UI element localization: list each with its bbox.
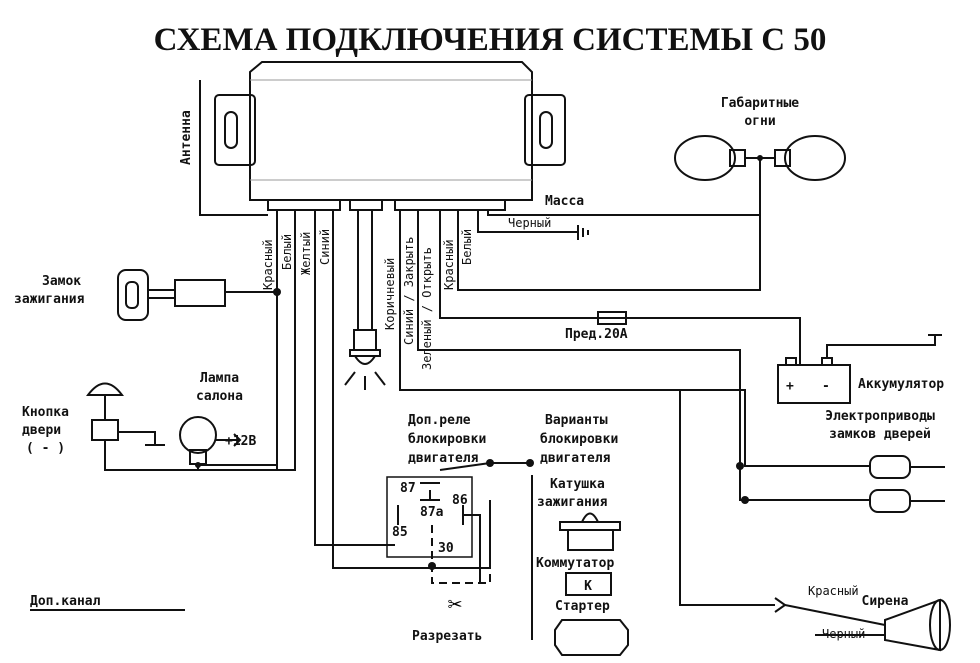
door-button-label: Кнопка [22,405,69,420]
parking-lights-icon [674,135,846,181]
relay-pin-30: 30 [438,541,454,556]
wire-ground [477,210,578,233]
wire-label-brown: Коричневый [383,258,397,330]
cut-label: Разрезать [412,629,482,644]
wire-label-blue: Синий [318,229,332,265]
svg-text:( - ): ( - ) [26,441,65,456]
commutator-icon [565,572,612,596]
led-indicator [344,329,386,390]
svg-text:салона: салона [196,389,243,404]
wire-white-lights [457,160,761,291]
relay-pin-87a: 87a [420,505,444,520]
variants-label: Варианты [545,413,608,428]
ignition-key-icon [117,269,226,321]
relay-pin-87: 87 [400,481,416,496]
svg-text:огни: огни [744,114,775,129]
wire-label-white2: Белый [460,229,474,265]
relay-pin-85: 85 [392,525,408,540]
svg-text:замков дверей: замков дверей [829,427,931,442]
battery-minus: - [822,379,830,394]
battery-label: Аккумулятор [858,377,944,392]
door-actuator-icon [869,455,945,513]
svg-text:двери: двери [22,423,61,438]
parking-lights-label: Габаритные [721,96,799,111]
ignition-lock-label: Замок [42,274,81,289]
wire-label-red: Красный [261,239,275,290]
svg-text:двигателя: двигателя [408,451,479,466]
siren-red-label: Красный [808,584,859,598]
wire-label-yellow: Желтый [299,232,313,275]
diagram-title: СХЕМА ПОДКЛЮЧЕНИЯ СИСТЕМЫ С 50 [154,22,827,58]
wire-label-red2: Красный [442,239,456,290]
door-button-icon [86,382,165,455]
svg-text:блокировки: блокировки [408,432,486,447]
starter-label: Стартер [555,599,610,614]
light-bulb-icon [179,416,242,470]
cabin-lamp-label: Лампа [200,371,239,386]
relay-pin-86: 86 [452,493,468,508]
ground-wire-label: Черный [508,216,551,230]
ignition-coil-icon [559,512,621,551]
scissors-icon: ✂ [448,590,462,618]
relay-label: Доп.реле [408,413,471,428]
battery-icon [777,334,942,404]
siren-label: Сирена [862,594,909,609]
wire-blue-close [399,210,870,467]
starter-icon [554,619,629,656]
relay-icon [386,459,534,584]
svg-text:блокировки: блокировки [540,432,618,447]
ground-label: Масса [545,194,584,209]
wire-yellow [314,210,395,546]
wire-label-green-open: Зеленый / Открыть [420,247,434,370]
commutator-label: Коммутатор [536,556,614,571]
wire-label-blue-close: Синий / Закрыть [402,237,416,345]
antenna-label: Антенна [179,110,194,165]
wire-white [104,210,296,471]
wire-red-battery [439,210,801,365]
antenna-wire [199,80,268,216]
extra-channel-label: Доп.канал [30,594,101,609]
battery-plus: + [786,379,794,394]
svg-text:двигателя: двигателя [540,451,611,466]
actuators-label: Электроприводы [825,409,935,424]
fuse-label: Пред.20А [565,327,628,342]
plus12v-label: +12В [225,434,256,449]
siren-icon [774,597,951,652]
ignition-coil-label: Катушка [550,477,605,492]
svg-text:зажигания: зажигания [14,292,85,307]
wire-blue [332,210,491,569]
alarm-control-unit [214,61,566,211]
svg-text:зажигания: зажигания [537,495,608,510]
svg-text:K: K [584,579,592,594]
fuse-icon [597,311,627,325]
wire-label-white: Белый [280,234,294,270]
wire-green-open [417,210,870,501]
siren-black-label: Черный [822,627,865,641]
